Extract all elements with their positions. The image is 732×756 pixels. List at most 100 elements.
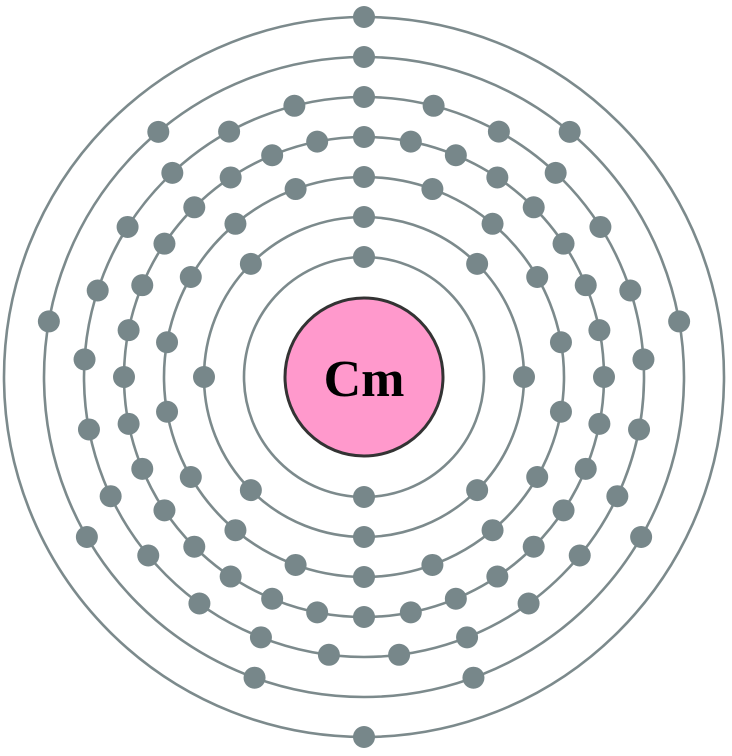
electron: [261, 144, 284, 167]
electron: [113, 366, 135, 388]
electron: [466, 252, 489, 275]
electron: [117, 412, 140, 435]
electron: [487, 120, 510, 143]
electron: [628, 418, 651, 441]
electron: [574, 457, 597, 480]
electron: [131, 457, 154, 480]
electron: [283, 94, 306, 117]
electron: [486, 166, 509, 189]
electron: [456, 626, 479, 649]
electron: [606, 485, 629, 508]
electron: [156, 331, 179, 354]
electron: [462, 666, 485, 689]
electron: [243, 666, 266, 689]
electron: [219, 565, 242, 588]
electron: [284, 178, 307, 201]
electron: [161, 161, 184, 184]
electron: [131, 274, 154, 297]
electron: [421, 178, 444, 201]
electron: [353, 486, 375, 508]
electron: [317, 643, 340, 666]
electron: [481, 519, 504, 542]
nucleus: Cm: [283, 296, 445, 458]
electron: [544, 161, 567, 184]
electron: [399, 601, 422, 624]
electron: [593, 366, 615, 388]
electrons: [37, 6, 691, 748]
electron: [632, 348, 655, 371]
electron: [188, 592, 211, 615]
electron: [137, 544, 160, 567]
element-symbol: Cm: [324, 351, 405, 408]
electron: [388, 643, 411, 666]
electron: [589, 215, 612, 238]
electron: [37, 310, 60, 333]
electron: [116, 215, 139, 238]
electron: [668, 310, 691, 333]
electron: [86, 279, 109, 302]
electron: [522, 196, 545, 219]
electron: [421, 553, 444, 576]
electron: [179, 466, 202, 488]
electron: [353, 166, 375, 188]
electron: [153, 499, 176, 522]
electron: [353, 46, 375, 68]
electron: [399, 130, 422, 153]
electron: [422, 94, 445, 117]
electron: [153, 232, 176, 255]
electron: [261, 587, 284, 610]
electron: [522, 535, 545, 558]
electron: [526, 466, 549, 488]
electron: [353, 126, 375, 148]
electron: [284, 553, 307, 576]
electron: [517, 592, 540, 615]
electron: [353, 86, 375, 108]
electron: [552, 232, 575, 255]
electron: [353, 526, 375, 548]
electron: [353, 6, 375, 28]
electron: [486, 565, 509, 588]
electron: [73, 348, 96, 371]
electron: [619, 279, 642, 302]
electron: [179, 266, 202, 288]
electron: [117, 319, 140, 342]
electron: [444, 587, 467, 610]
electron: [574, 274, 597, 297]
electron: [224, 519, 247, 542]
electron: [630, 526, 653, 548]
electron: [353, 726, 375, 748]
electron: [513, 366, 535, 388]
electron: [444, 144, 467, 167]
electron: [75, 526, 98, 548]
electron: [99, 485, 122, 508]
electron: [306, 601, 329, 624]
electron: [239, 479, 262, 502]
electron: [552, 499, 575, 522]
electron: [183, 535, 206, 558]
electron: [526, 266, 549, 288]
electron: [239, 252, 262, 275]
electron: [481, 212, 504, 235]
electron: [549, 400, 572, 423]
electron: [588, 319, 611, 342]
electron: [353, 566, 375, 588]
electron: [183, 196, 206, 219]
electron: [549, 331, 572, 354]
electron: [249, 626, 272, 649]
electron: [156, 400, 179, 423]
electron: [306, 130, 329, 153]
electron: [193, 366, 215, 388]
electron: [218, 120, 241, 143]
electron: [353, 206, 375, 228]
electron: [466, 479, 489, 502]
electron: [77, 418, 100, 441]
electron: [588, 412, 611, 435]
electron: [353, 606, 375, 628]
electron: [147, 120, 170, 143]
electron: [224, 212, 247, 235]
nucleus-circle: [283, 296, 445, 458]
electron: [558, 120, 581, 143]
electron: [353, 246, 375, 268]
electron: [219, 166, 242, 189]
